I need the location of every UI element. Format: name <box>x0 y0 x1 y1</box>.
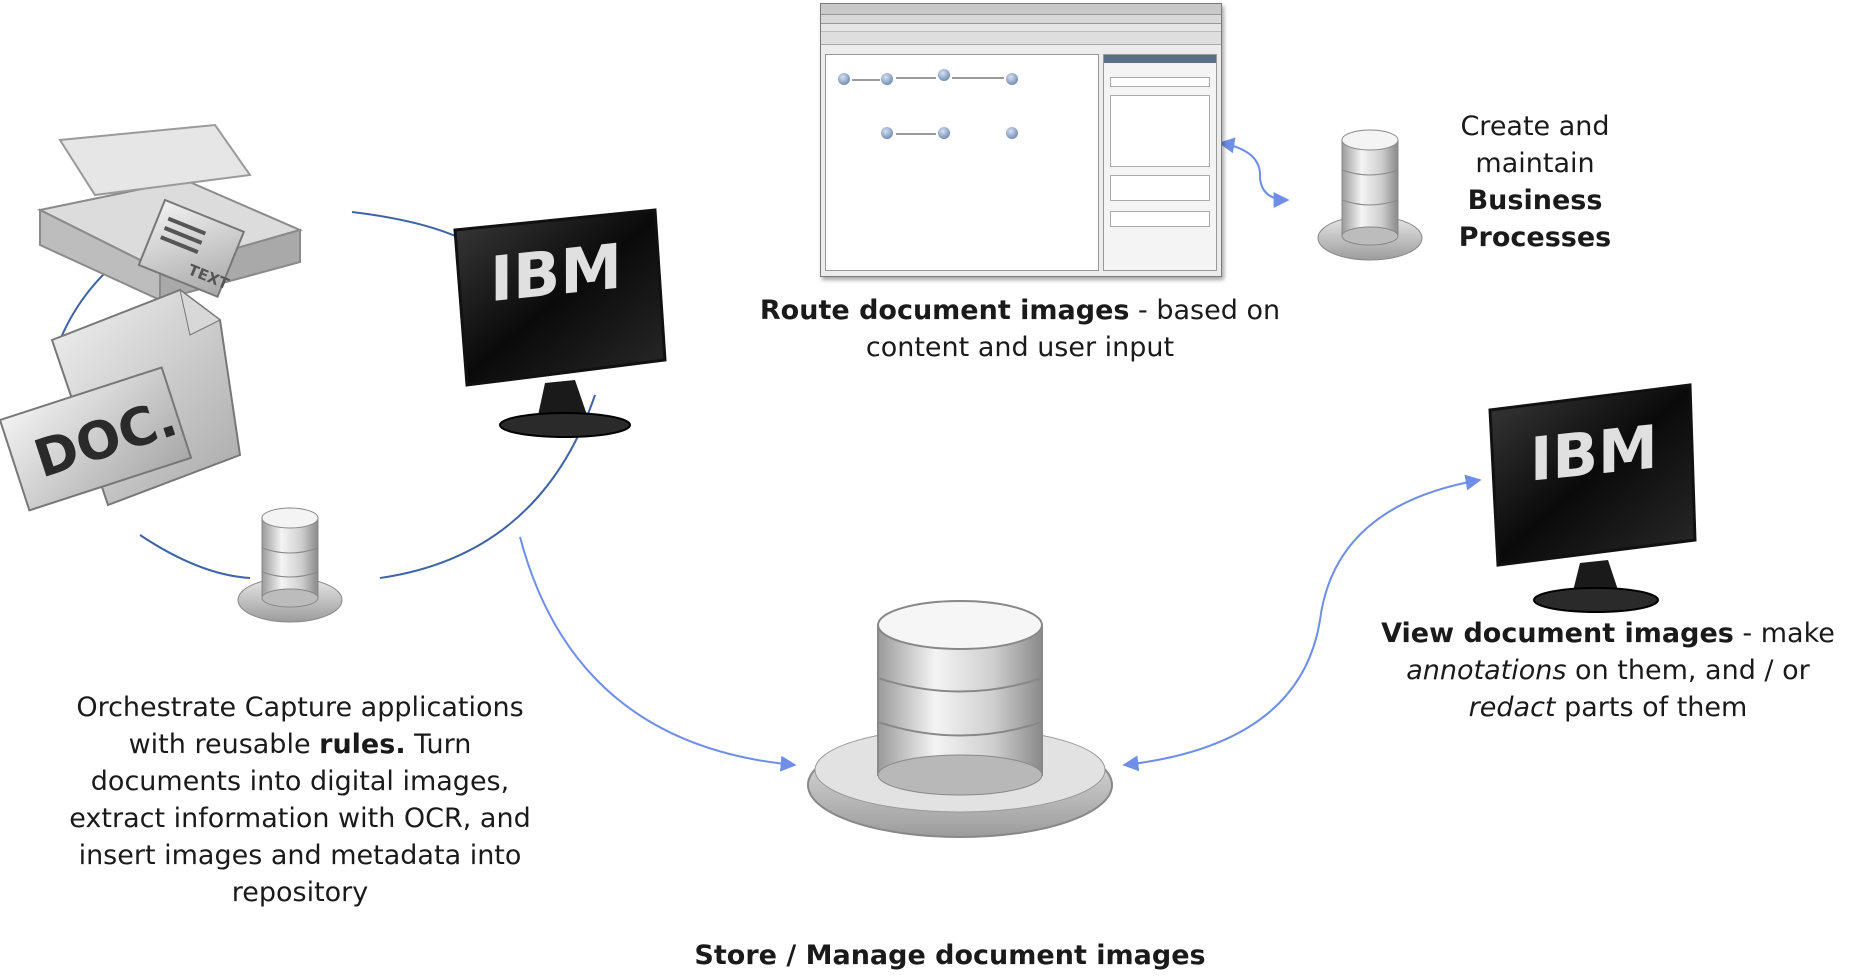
store-caption: Store / Manage document images <box>640 937 1260 974</box>
screenshot-browser-tabs <box>821 4 1221 15</box>
monitor-logo: IBM <box>1530 413 1658 496</box>
screenshot-title-bar <box>821 15 1221 24</box>
screenshot-toolbar <box>821 32 1221 45</box>
process-db-arrow <box>1218 137 1290 208</box>
view-caption: View document images - make annotations … <box>1368 615 1848 726</box>
route-caption-bold: Route document images <box>759 295 1130 326</box>
screenshot-properties-panel <box>1103 54 1217 271</box>
workflow-link <box>952 77 1004 79</box>
store-caption-bold: Store / Manage document images <box>694 940 1206 971</box>
capture-ring-connector <box>139 534 251 579</box>
business-caption-bold1: Business <box>1467 185 1603 216</box>
screenshot-workflow-canvas <box>825 54 1099 271</box>
view-caption-mid: on them, and / or <box>1566 655 1810 686</box>
route-caption-line2: content and user input <box>865 332 1175 363</box>
screenshot-menu-bar <box>821 24 1221 32</box>
workflow-node <box>838 73 850 85</box>
view-caption-italic2: redact <box>1468 692 1556 723</box>
route-caption-rest: - based on <box>1129 295 1281 326</box>
orchestrate-caption: Orchestrate Capture applications with re… <box>20 689 580 911</box>
orchestrate-caption-line4: extract information with OCR, and <box>69 803 531 834</box>
workflow-node <box>1006 127 1018 139</box>
workflow-node <box>881 127 893 139</box>
panel-instructions <box>1110 175 1210 201</box>
panel-title-bar <box>1104 55 1216 63</box>
panel-description <box>1110 95 1210 167</box>
orchestrate-caption-line1: Orchestrate Capture applications <box>76 692 524 723</box>
workflow-node <box>1006 73 1018 85</box>
workflow-link <box>896 77 936 79</box>
view-caption-end: parts of them <box>1555 692 1748 723</box>
viewer-monitor-icon: IBM <box>1488 383 1697 613</box>
orchestrate-caption-line6: repository <box>231 877 369 908</box>
monitor-logo: IBM <box>490 230 622 317</box>
orchestrate-caption-bold: rules. <box>319 729 406 760</box>
store-viewer-arrow <box>1122 474 1482 772</box>
capture-database-icon <box>237 507 343 623</box>
business-caption-line2: maintain <box>1475 148 1595 179</box>
workflow-link <box>852 79 880 81</box>
scanner-icon: TEXT <box>36 123 303 302</box>
orchestrate-caption-line5: insert images and metadata into <box>78 840 522 871</box>
view-caption-bold: View document images <box>1381 618 1734 649</box>
process-database-icon <box>1317 129 1423 261</box>
route-caption: Route document images - based on content… <box>740 292 1300 366</box>
view-caption-italic1: annotations <box>1406 655 1567 686</box>
workflow-node <box>938 69 950 81</box>
workflow-node <box>881 73 893 85</box>
process-designer-screenshot <box>820 3 1222 277</box>
orchestrate-caption-pre: with reusable <box>128 729 320 760</box>
workflow-node <box>938 127 950 139</box>
orchestrate-caption-post: Turn <box>405 729 472 760</box>
doc-icon: DOC. <box>0 288 242 512</box>
capture-ring-connector <box>351 211 461 239</box>
store-database-icon <box>807 600 1113 838</box>
business-caption-line1: Create and <box>1460 111 1610 142</box>
workflow-link <box>896 133 936 135</box>
capture-to-store-arrow <box>519 536 797 772</box>
business-caption-bold2: Processes <box>1458 222 1612 253</box>
business-caption: Create and maintain Business Processes <box>1420 108 1650 256</box>
capture-monitor-icon: IBM <box>453 208 667 438</box>
orchestrate-caption-line3: documents into digital images, <box>90 766 510 797</box>
panel-field <box>1110 77 1210 87</box>
panel-buttons <box>1110 211 1210 227</box>
view-caption-rest: - make <box>1733 618 1835 649</box>
